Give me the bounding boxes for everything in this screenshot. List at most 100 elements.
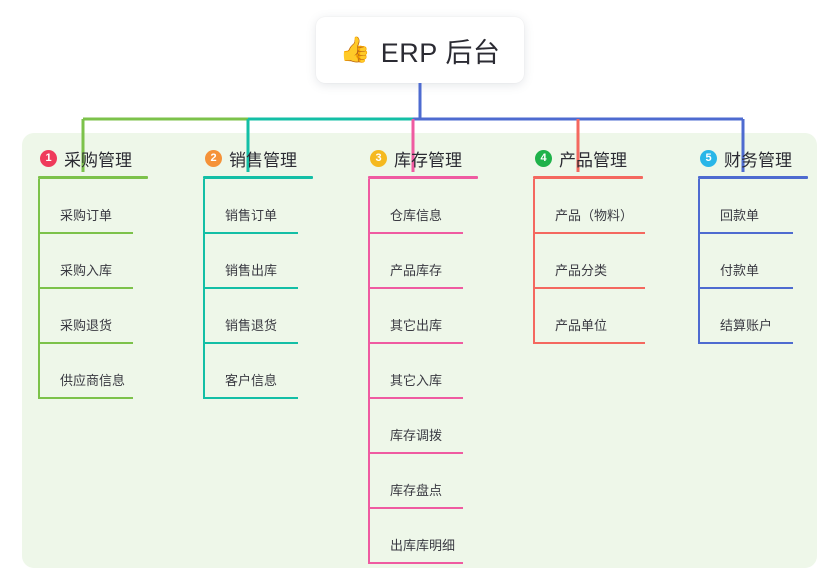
branch-badge-3: 3: [370, 149, 387, 167]
branch-items-3: 仓库信息产品库存其它出库其它入库库存调拨库存盘点出库库明细: [368, 179, 478, 564]
leaf-item-label: 产品分类: [555, 263, 608, 278]
branch-underline-5: [698, 176, 808, 179]
leaf-item[interactable]: 仓库信息: [368, 179, 478, 234]
leaf-item-label: 采购入库: [60, 263, 113, 278]
leaf-item-label: 采购订单: [60, 208, 113, 223]
leaf-item[interactable]: 产品库存: [368, 234, 478, 289]
leaf-item-underline: [698, 342, 793, 344]
leaf-item-label: 付款单: [720, 263, 760, 278]
branch-header-4[interactable]: 4 产品管理: [533, 145, 643, 171]
branch-header-3[interactable]: 3 库存管理: [368, 145, 478, 171]
leaf-item-label: 出库库明细: [390, 538, 456, 553]
leaf-item-underline: [368, 342, 463, 344]
leaf-item-underline: [698, 232, 793, 234]
leaf-item[interactable]: 结算账户: [698, 289, 808, 344]
leaf-item[interactable]: 供应商信息: [38, 344, 148, 399]
leaf-item-underline: [533, 287, 645, 289]
branch-underline-1: [38, 176, 148, 179]
leaf-item[interactable]: 销售订单: [203, 179, 313, 234]
leaf-item[interactable]: 其它入库: [368, 344, 478, 399]
root-node-title: ERP 后台: [380, 37, 501, 68]
root-node-content: 👍 ERP 后台: [340, 31, 501, 70]
leaf-item[interactable]: 销售退货: [203, 289, 313, 344]
leaf-item-label: 销售退货: [225, 318, 278, 333]
leaf-item-label: 客户信息: [225, 373, 278, 388]
leaf-item-underline: [38, 342, 133, 344]
leaf-item-label: 产品库存: [390, 263, 443, 278]
branch-column-4: 4 产品管理产品（物料） 产品分类产品单位: [533, 145, 645, 344]
branch-column-1: 1 采购管理采购订单采购入库采购退货供应商信息: [38, 145, 148, 399]
leaf-item[interactable]: 采购订单: [38, 179, 148, 234]
branch-title-1: 采购管理: [64, 150, 132, 170]
thumbs-up-icon: 👍: [339, 35, 371, 64]
branch-column-3: 3 库存管理仓库信息产品库存其它出库其它入库库存调拨库存盘点出库库明细: [368, 145, 478, 564]
branch-title-4: 产品管理: [559, 150, 627, 170]
leaf-item-underline: [203, 397, 298, 399]
root-node-card[interactable]: 👍 ERP 后台: [316, 17, 524, 83]
branch-header-5[interactable]: 5 财务管理: [698, 145, 808, 171]
leaf-item-label: 供应商信息: [60, 373, 126, 388]
branch-items-4: 产品（物料） 产品分类产品单位: [533, 179, 645, 344]
leaf-item-label: 销售出库: [225, 263, 278, 278]
branch-underline-3: [368, 176, 478, 179]
branch-underline-4: [533, 176, 643, 179]
leaf-item[interactable]: 销售出库: [203, 234, 313, 289]
branch-header-1[interactable]: 1 采购管理: [38, 145, 148, 171]
leaf-item-underline: [368, 287, 463, 289]
leaf-item-underline: [368, 452, 463, 454]
leaf-item-label: 回款单: [720, 208, 760, 223]
leaf-item[interactable]: 采购入库: [38, 234, 148, 289]
leaf-item-label: 产品（物料）: [555, 208, 634, 223]
branch-badge-5: 5: [700, 149, 717, 167]
leaf-item[interactable]: 库存盘点: [368, 454, 478, 509]
branch-trunk-3: [368, 179, 370, 564]
leaf-item-label: 结算账户: [720, 318, 773, 333]
leaf-item-label: 库存调拨: [390, 428, 443, 443]
leaf-item[interactable]: 产品单位: [533, 289, 645, 344]
branch-header-2[interactable]: 2 销售管理: [203, 145, 313, 171]
branches-panel: [22, 133, 817, 568]
leaf-item-underline: [38, 397, 133, 399]
branch-underline-2: [203, 176, 313, 179]
branch-title-3: 库存管理: [394, 150, 462, 170]
leaf-item-underline: [38, 232, 133, 234]
leaf-item-label: 其它出库: [390, 318, 443, 333]
branch-badge-2: 2: [205, 149, 222, 167]
branch-title-5: 财务管理: [724, 150, 792, 170]
leaf-item[interactable]: 产品（物料）: [533, 179, 645, 234]
leaf-item[interactable]: 其它出库: [368, 289, 478, 344]
leaf-item-label: 采购退货: [60, 318, 113, 333]
branch-trunk-1: [38, 179, 40, 399]
leaf-item-label: 其它入库: [390, 373, 443, 388]
branch-items-1: 采购订单采购入库采购退货供应商信息: [38, 179, 148, 399]
branch-items-5: 回款单付款单结算账户: [698, 179, 808, 344]
leaf-item-underline: [368, 562, 463, 564]
leaf-item-underline: [203, 232, 298, 234]
leaf-item[interactable]: 出库库明细: [368, 509, 478, 564]
leaf-item-underline: [368, 232, 463, 234]
leaf-item-label: 库存盘点: [390, 483, 443, 498]
leaf-item-underline: [698, 287, 793, 289]
branch-trunk-2: [203, 179, 205, 399]
leaf-item[interactable]: 付款单: [698, 234, 808, 289]
leaf-item[interactable]: 回款单: [698, 179, 808, 234]
leaf-item-underline: [203, 287, 298, 289]
leaf-item-underline: [368, 397, 463, 399]
leaf-item[interactable]: 产品分类: [533, 234, 645, 289]
leaf-item-label: 产品单位: [555, 318, 608, 333]
leaf-item-label: 仓库信息: [390, 208, 443, 223]
branch-trunk-5: [698, 179, 700, 344]
leaf-item[interactable]: 客户信息: [203, 344, 313, 399]
leaf-item[interactable]: 采购退货: [38, 289, 148, 344]
branch-column-5: 5 财务管理回款单付款单结算账户: [698, 145, 808, 344]
leaf-item[interactable]: 库存调拨: [368, 399, 478, 454]
leaf-item-underline: [368, 507, 463, 509]
leaf-item-underline: [533, 342, 645, 344]
branch-badge-4: 4: [535, 149, 552, 167]
branch-title-2: 销售管理: [229, 150, 297, 170]
leaf-item-underline: [533, 232, 645, 234]
branch-trunk-4: [533, 179, 535, 344]
branch-badge-1: 1: [40, 149, 57, 167]
branch-items-2: 销售订单销售出库销售退货客户信息: [203, 179, 313, 399]
